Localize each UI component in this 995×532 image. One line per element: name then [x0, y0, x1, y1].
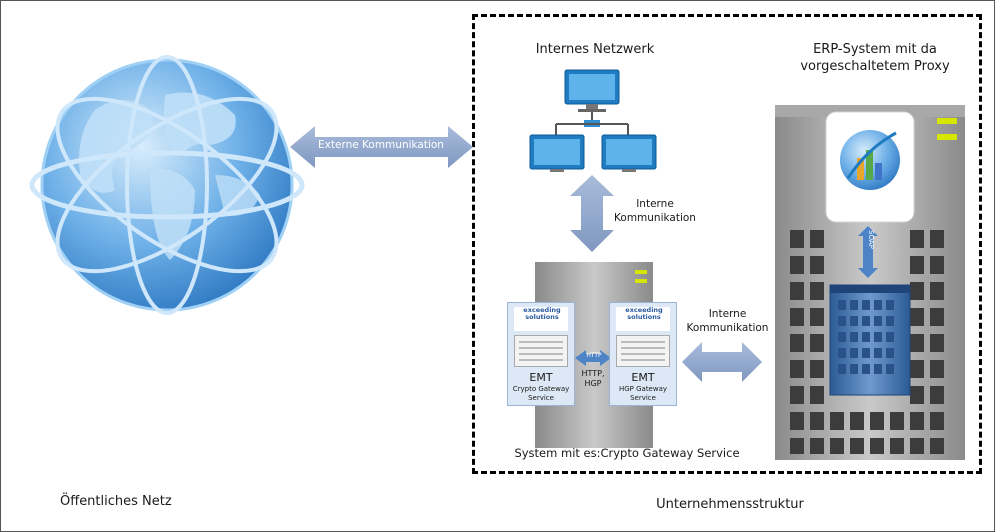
public-net-label: Öffentliches Netz: [60, 494, 172, 509]
soap-arrow: [858, 226, 878, 278]
erp-label-line2: vorgeschaltetem Proxy: [800, 58, 950, 74]
app-screenshot: [616, 335, 670, 367]
card-sub2: Service: [630, 394, 656, 402]
system-caption: System mit es:Crypto Gateway Service: [514, 446, 740, 460]
http-hgp-line2: HGP: [584, 378, 602, 388]
internal-comm-top-line2: Kommunikation: [614, 211, 696, 224]
emt-hgp-card: exceeding solutions EMT HGP Gateway Serv…: [609, 302, 677, 406]
company-structure-label: Unternehmensstruktur: [656, 497, 804, 512]
external-comm-label: Externe Kommunikation: [318, 139, 444, 151]
internal-comm-top-label: Interne Kommunikation: [610, 198, 700, 225]
app-screenshot: [514, 335, 568, 367]
internal-comm-right-label: Interne Kommunikation: [680, 308, 775, 335]
http-arrow: [575, 350, 611, 366]
card-logo-top: exceeding: [523, 306, 561, 314]
globe-icon: [29, 55, 305, 315]
card-title: EMT: [529, 371, 553, 384]
card-title: EMT: [631, 371, 655, 384]
internal-comm-arrow-vertical: [570, 175, 614, 252]
http-badge: HTTP: [586, 352, 602, 359]
http-hgp-line1: HTTP,: [581, 369, 605, 378]
company-boundary: [472, 14, 982, 474]
http-hgp-label: HTTP, HGP: [576, 369, 610, 388]
internal-comm-top-line1: Interne: [636, 198, 674, 210]
emt-crypto-card: exceeding solutions EMT Crypto Gateway S…: [507, 302, 575, 406]
card-logo-bottom: solutions: [525, 312, 559, 321]
erp-label: ERP-System mit da vorgeschaltetem Proxy: [790, 42, 960, 76]
erp-app-icon: [825, 111, 915, 223]
card-sub1: HGP Gateway: [618, 385, 668, 393]
internal-comm-right-line2: Kommunikation: [686, 321, 769, 334]
internal-network-label: Internes Netzwerk: [535, 42, 655, 57]
card-logo-top: exceeding: [625, 306, 663, 314]
card-sub1: Crypto Gateway: [512, 385, 570, 393]
internal-comm-arrow-right: [682, 342, 762, 382]
network-computers-icon: [529, 69, 657, 172]
soap-label: SOAP: [867, 230, 875, 249]
internal-comm-right-line1: Interne: [708, 308, 747, 320]
card-logo-bottom: solutions: [627, 312, 661, 321]
erp-label-line1: ERP-System mit da: [813, 42, 937, 57]
card-sub2: Service: [528, 394, 554, 402]
external-comm-arrow: [290, 126, 473, 168]
